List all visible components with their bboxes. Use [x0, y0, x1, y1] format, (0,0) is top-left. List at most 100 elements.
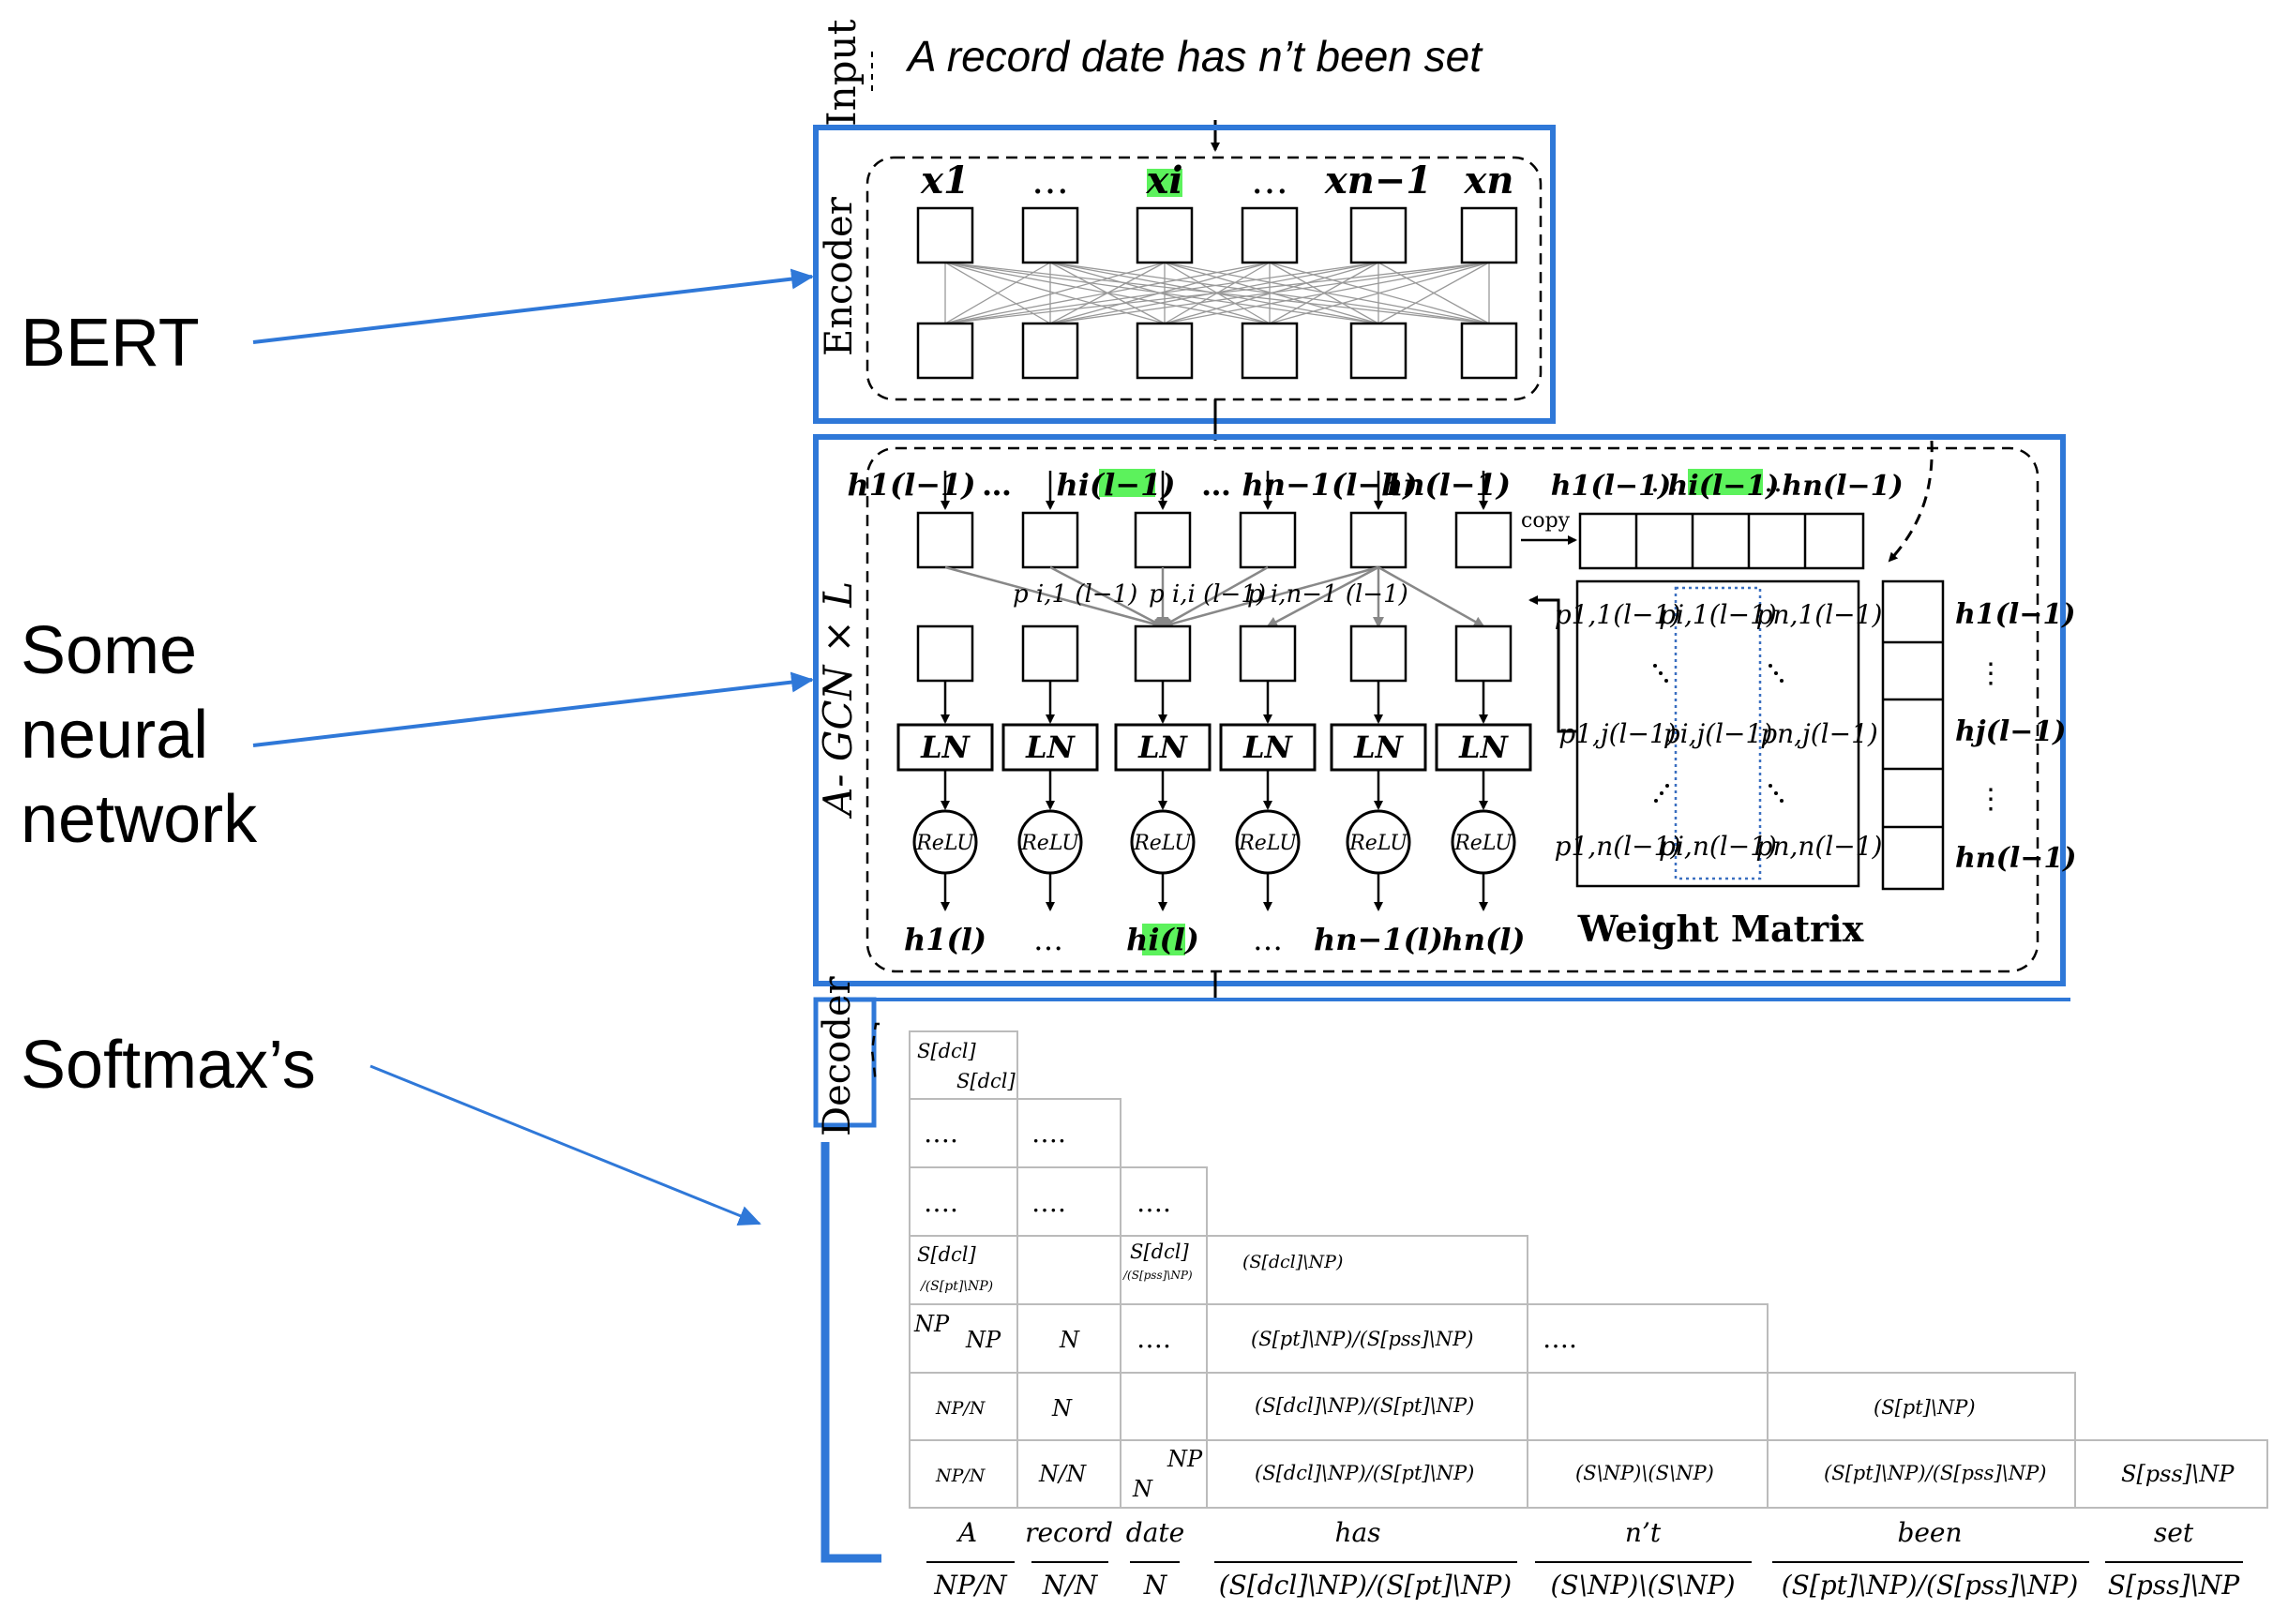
vector-label-3: hj(l−1): [1955, 715, 2066, 748]
gcn-label: A- GCN × L: [815, 581, 861, 820]
supertag-4: (S[dcl]\NP)/(S[pt]\NP): [1219, 1570, 1512, 1601]
word-6: been: [1897, 1517, 1962, 1548]
input-label: Input: [819, 19, 865, 127]
chart-r2-b: ….: [1031, 1118, 1066, 1149]
matrix-cell-n1: pn,1(l−1): [1756, 599, 1883, 630]
encoder-cells: [916, 206, 1518, 380]
gcn-input-arrows: [941, 471, 1488, 510]
gcn-dashed-box: [866, 446, 2040, 973]
encoder-label: Encoder: [818, 196, 861, 356]
supertag-1: NP/N: [933, 1570, 1008, 1601]
weight-matrix-selected-column: [1674, 586, 1762, 880]
bert-arrow: [252, 268, 814, 344]
relu-label-6: ReLU: [1453, 832, 1513, 855]
encoder-token-6: xn: [1464, 158, 1514, 203]
matrix-cell-i1: pi,1(l−1): [1659, 599, 1777, 630]
weight-matrix-dots: [1653, 664, 1784, 803]
encoder-dashed-box: [866, 156, 1543, 401]
gcn-input-1: h1(l−1): [847, 467, 975, 503]
softmax-bracket: [820, 1142, 881, 1563]
neural-network-label-line-2: neural: [21, 698, 208, 773]
supertag-6: (S[pt]\NP)/(S[pss]\NP): [1782, 1570, 2079, 1601]
chart-r2-a: ….: [924, 1118, 958, 1149]
ccg-chart-grid: [909, 1030, 2268, 1509]
word-7: set: [2154, 1517, 2194, 1548]
copy-header-labels: h1(l−1) … hi(l−1) … hn(l−1): [1551, 466, 1904, 503]
gcn-input-4: …: [1201, 467, 1231, 503]
copy-header-2: …: [1650, 466, 1678, 499]
supertag-2: N/N: [1042, 1570, 1099, 1601]
encoder-tokens: x1 … xi … xn−1 xn: [920, 158, 1513, 203]
chart-r4-b: /(S[pt]\NP): [919, 1279, 993, 1294]
matrix-cell-nn: pn,n(l−1): [1756, 831, 1883, 862]
chart-r7-h: S[pss]\NP: [2121, 1461, 2235, 1487]
chart-r5-f: ….: [1543, 1323, 1577, 1354]
vector-label-5: hn(l−1): [1955, 842, 2076, 875]
matrix-cell-1n: p1,n(l−1): [1555, 831, 1681, 862]
chart-r7-d: N: [1132, 1476, 1153, 1502]
gcn-output-1: h1(l): [904, 922, 986, 957]
copy-header-highlight: [1688, 469, 1763, 495]
copy-header-3: hi(l−1): [1667, 470, 1779, 503]
gcn-output-6: hn(l): [1442, 922, 1526, 957]
matrix-cell-in: pi,n(l−1): [1659, 831, 1777, 862]
encoder-connections: [944, 262, 1490, 324]
softmax-arrow: [369, 1064, 761, 1226]
layer-norm-labels: LN LN LN LN LN LN: [920, 729, 1510, 765]
ccg-chart-labels: S[dcl] S[dcl] …. …. …. …. …. S[dcl] /(S[…: [913, 1040, 2235, 1502]
column-vector: [1881, 579, 1945, 891]
chart-r5-d: ….: [1136, 1323, 1171, 1354]
copy-header-4: …: [1764, 466, 1792, 499]
matrix-cell-ij: pi,j(l−1): [1663, 718, 1773, 749]
chart-r7-b: N/N: [1038, 1461, 1087, 1487]
matrix-cell-11: p1,1(l−1): [1555, 599, 1681, 630]
ln-label-5: LN: [1353, 729, 1405, 765]
copy-label: copy: [1521, 509, 1571, 533]
gcn-input-highlight: [1099, 469, 1155, 497]
word-5: n’t: [1625, 1517, 1662, 1548]
relu-labels: ReLU ReLU ReLU ReLU ReLU ReLU: [915, 832, 1513, 855]
neural-network-label-line-1: Some: [21, 613, 197, 688]
chart-r7-g: (S[pt]\NP)/(S[pss]\NP): [1824, 1462, 2046, 1484]
chart-r4-e: (S[dcl]\NP): [1242, 1252, 1343, 1272]
word-4: has: [1334, 1517, 1380, 1548]
chart-r3-b: ….: [1031, 1187, 1066, 1218]
edge-weight-ii: p i,i (l−1): [1149, 580, 1266, 609]
softmax-label: Softmax’s: [21, 1028, 316, 1103]
vector-label-4: ⋮: [1977, 783, 2005, 816]
relu-label-5: ReLU: [1348, 832, 1408, 855]
copy-header-1: h1(l−1): [1551, 470, 1671, 503]
vector-label-1: h1(l−1): [1955, 598, 2075, 631]
word-2: record: [1025, 1517, 1113, 1548]
chart-r5-a: NP: [913, 1311, 950, 1337]
word-1: A: [956, 1517, 977, 1548]
input-sentence: A record date has n’t been set: [905, 32, 1483, 81]
neural-network-label-line-3: network: [21, 782, 258, 857]
encoder-token-5: xn−1: [1324, 158, 1432, 203]
supertag-7: S[pss]\NP: [2108, 1570, 2241, 1601]
edge-weight-in1: p i,n−1 (l−1): [1247, 580, 1408, 609]
gcn-input-2: …: [982, 467, 1012, 503]
column-vector-labels: h1(l−1) ⋮ hj(l−1) ⋮ hn(l−1): [1955, 598, 2076, 875]
ln-label-2: LN: [1025, 729, 1076, 765]
copy-row-vector: [1578, 512, 1865, 570]
relu-nodes: [912, 809, 1516, 875]
gcn-to-ln-arrows: [941, 681, 1488, 724]
ln-label-3: LN: [1137, 729, 1189, 765]
neural-network-highlight-box: [813, 434, 2066, 986]
relu-label-2: ReLU: [1020, 832, 1080, 855]
ln-label-1: LN: [920, 729, 971, 765]
chart-r1-a: S[dcl]: [917, 1040, 976, 1062]
weight-matrix: [1575, 579, 1860, 888]
encoder-token-highlight: [1147, 169, 1182, 197]
matrix-feedback-arrow: [1528, 595, 1577, 733]
gcn-input-labels: h1(l−1) … hi(l−1) … hn−1(l−1) hn(l−1): [847, 467, 1511, 503]
chart-r7-a: NP/N: [935, 1466, 986, 1486]
decoder-label: Decoder: [816, 975, 859, 1136]
dashed-curved-arrow: [1888, 440, 1934, 563]
gcn-edge-weights: p i,1 (l−1) p i,i (l−1) p i,n−1 (l−1): [1013, 580, 1408, 609]
encoder-token-4: …: [1251, 159, 1288, 203]
chart-r6-b: N: [1051, 1395, 1073, 1421]
encoder-token-2: …: [1031, 159, 1069, 203]
